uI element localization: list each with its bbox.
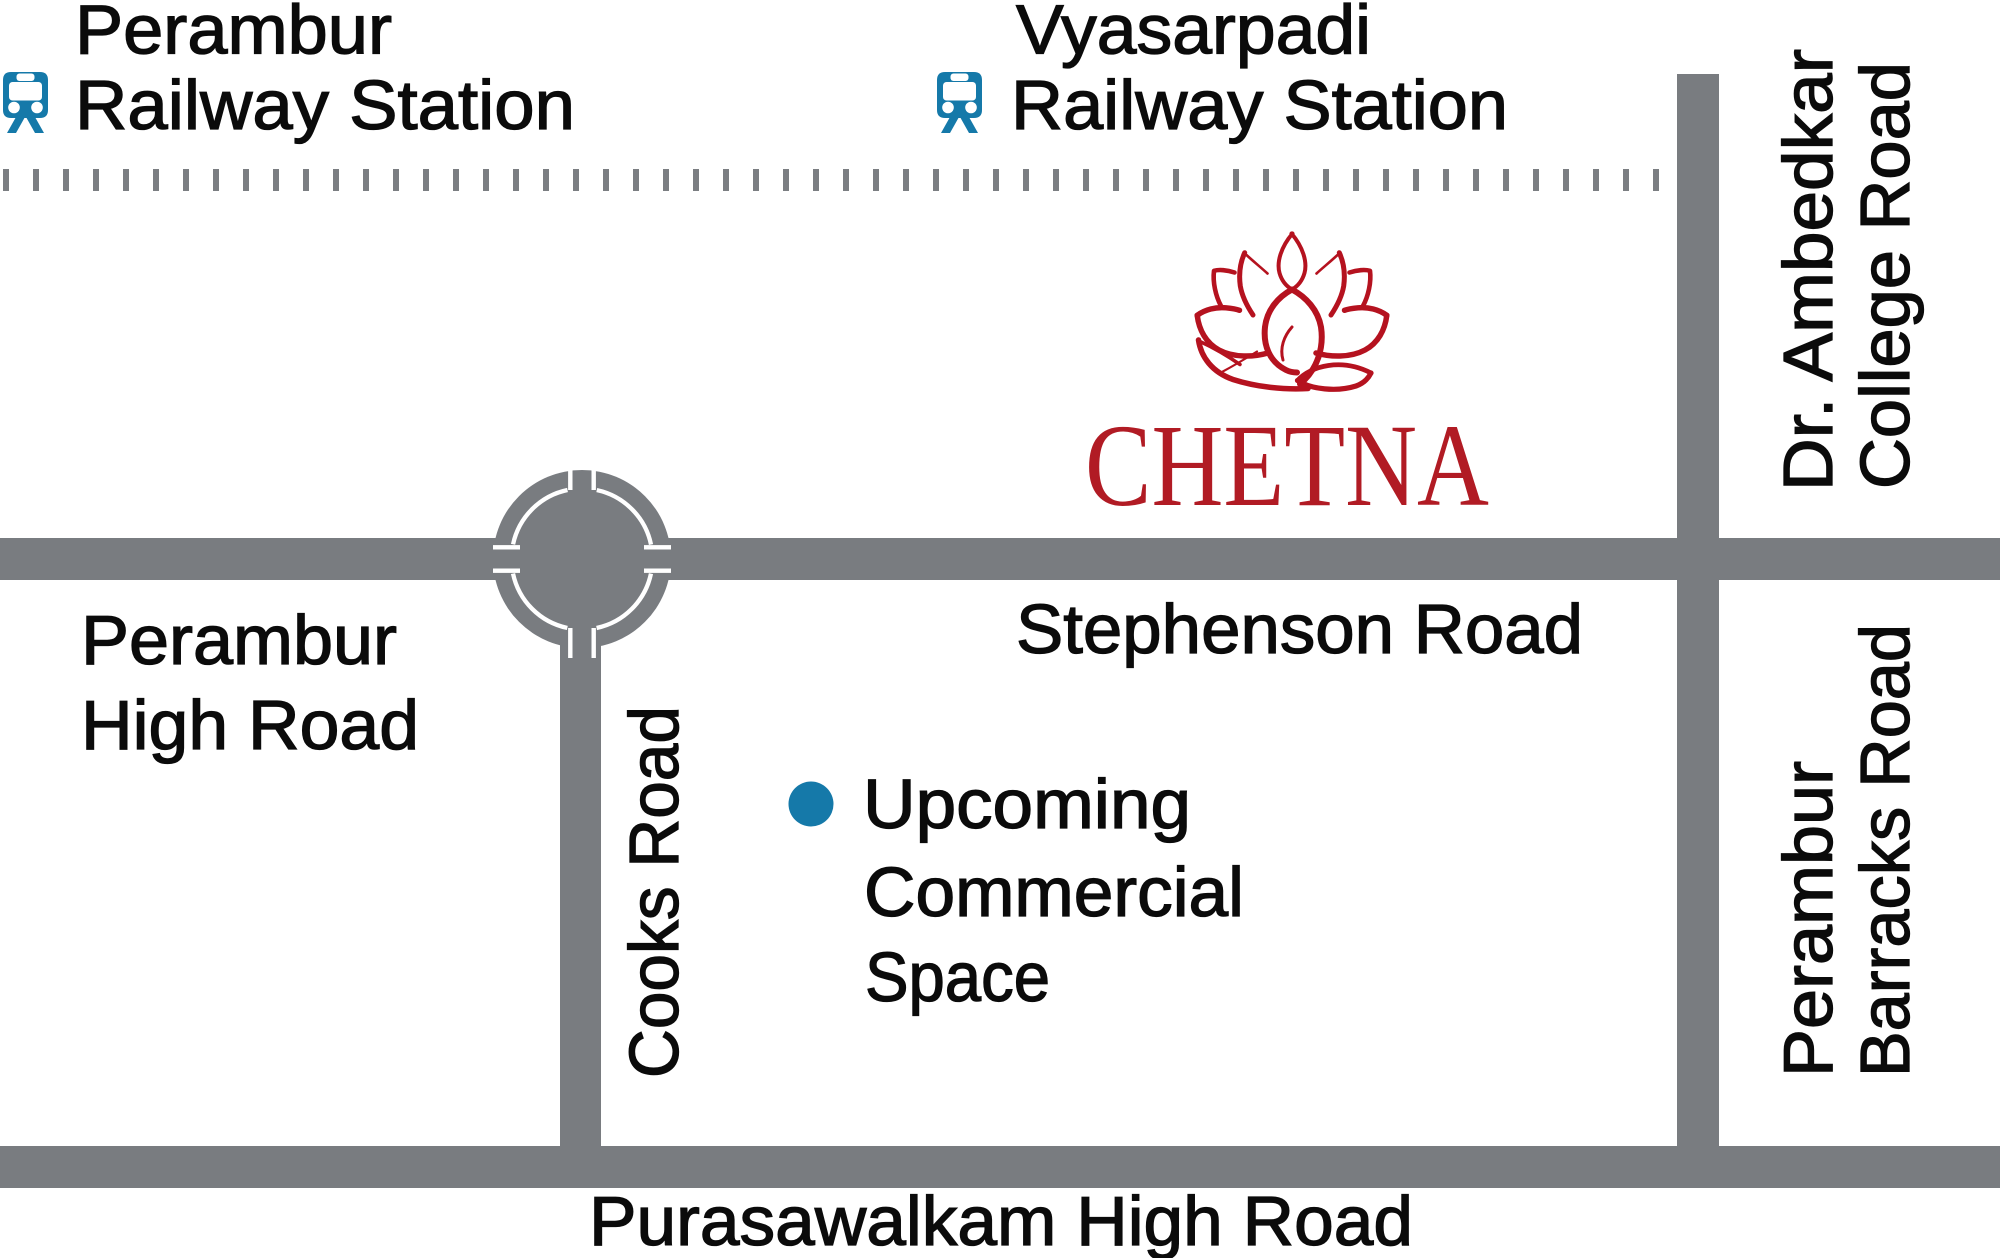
svg-text:Vyasarpadi: Vyasarpadi <box>1016 0 1371 69</box>
svg-text:Perambur: Perambur <box>75 0 392 69</box>
svg-text:Perambur: Perambur <box>1769 761 1847 1077</box>
svg-text:Upcoming: Upcoming <box>863 765 1191 843</box>
svg-text:Cooks Road: Cooks Road <box>615 706 693 1078</box>
svg-text:Railway Station: Railway Station <box>1011 66 1508 144</box>
svg-text:Railway Station: Railway Station <box>75 66 575 144</box>
svg-text:Space: Space <box>865 938 1050 1016</box>
svg-text:Dr. Ambedkar: Dr. Ambedkar <box>1769 49 1847 491</box>
svg-text:Stephenson Road: Stephenson Road <box>1016 590 1583 668</box>
svg-text:College Road: College Road <box>1846 62 1924 489</box>
svg-text:Barracks Road: Barracks Road <box>1846 624 1924 1077</box>
svg-text:High Road: High Road <box>81 686 419 764</box>
svg-text:CHETNA: CHETNA <box>1085 400 1489 531</box>
svg-text:Purasawalkam High Road: Purasawalkam High Road <box>589 1182 1413 1258</box>
svg-text:Commercial: Commercial <box>864 853 1244 931</box>
svg-text:Perambur: Perambur <box>81 601 397 679</box>
